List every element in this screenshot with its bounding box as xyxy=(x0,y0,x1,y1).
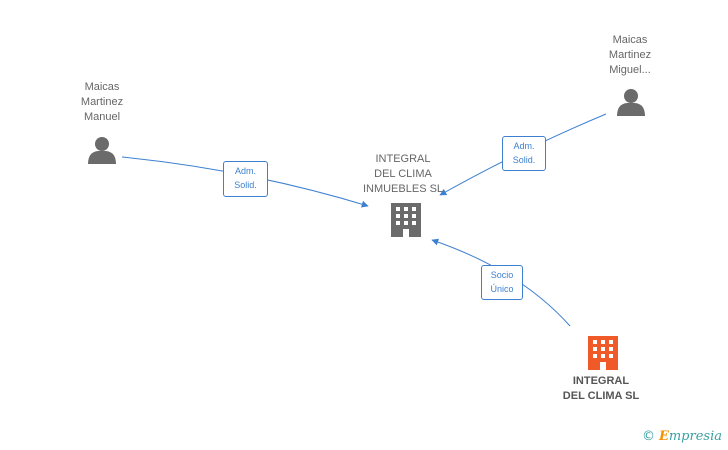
company-name-inmuebles[interactable]: INTEGRAL DEL CLIMA INMUEBLES SL xyxy=(362,153,444,195)
building-icon[interactable] xyxy=(391,203,421,237)
person-name-manuel[interactable]: Maicas Martinez Manuel xyxy=(80,81,124,123)
brand-logo: ©Empresia xyxy=(642,429,722,444)
brand-text: mpresia xyxy=(668,429,722,444)
company-name-clima[interactable]: INTEGRAL DEL CLIMA SL xyxy=(562,375,640,402)
person-icon[interactable] xyxy=(617,89,645,116)
relation-badge-miguel: Adm. Solid. xyxy=(502,136,546,171)
copyright-symbol: © xyxy=(641,429,655,444)
building-icon-highlighted[interactable] xyxy=(588,336,618,370)
brand-initial: E xyxy=(658,429,669,444)
person-name-miguel[interactable]: Maicas Martinez Miguel... xyxy=(608,34,652,76)
relation-badge-clima: Socio Único xyxy=(481,265,523,300)
person-icon[interactable] xyxy=(88,137,116,164)
relation-badge-manuel: Adm. Solid. xyxy=(223,161,268,197)
